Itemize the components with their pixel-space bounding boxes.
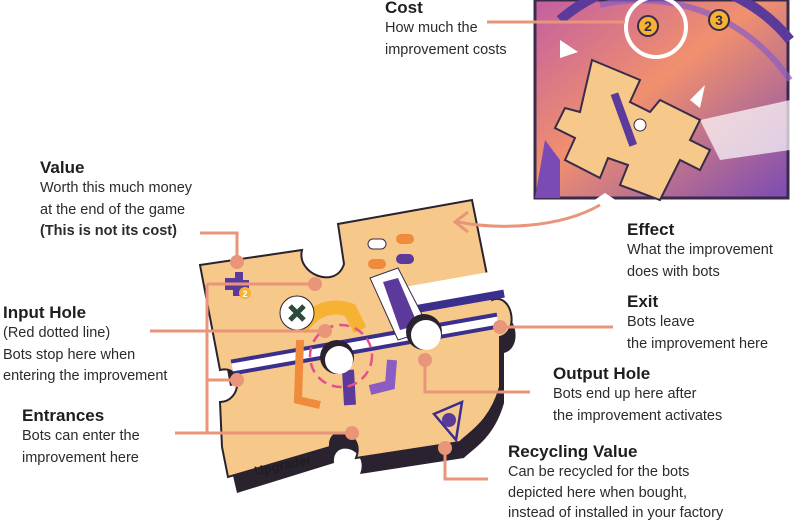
recycling-value-title: Recycling Value	[508, 442, 638, 461]
cost-line: improvement costs	[385, 41, 507, 58]
recycle-icon	[431, 399, 464, 443]
value-note: (This is not its cost)	[40, 223, 177, 239]
input-hole-line: Bots stop here when	[3, 346, 136, 363]
exit-line: Bots leave	[627, 314, 695, 330]
exit-line: the improvement here	[627, 335, 769, 352]
effect-title: Effect	[627, 220, 675, 239]
cost-badge-3: 3	[715, 12, 723, 28]
recycling-line: depicted here when bought,	[508, 484, 687, 501]
entrances-line: Bots can enter the	[22, 428, 140, 444]
cost-highlight-circle	[624, 0, 688, 59]
annotation-effect: Effect What the improvement does with bo…	[627, 220, 773, 283]
output-hole-title: Output Hole	[553, 364, 651, 383]
input-hole-line: (Red dotted line)	[3, 325, 111, 341]
value-line: at the end of the game	[40, 201, 186, 218]
annotation-leaders	[150, 20, 625, 481]
annotation-recycling-value: Recycling Value Can be recycled for the …	[508, 442, 723, 523]
upgrader-tile: 2 Upgrader	[198, 198, 516, 493]
recycling-line: instead of installed in your factory	[508, 505, 724, 521]
value-line: Worth this much money	[40, 180, 193, 196]
output-hole-line: Bots end up here after	[553, 386, 697, 402]
annotation-value: Value Worth this much money at the end o…	[40, 158, 192, 243]
cost-badge	[637, 15, 659, 37]
recycling-line: Can be recycled for the bots	[508, 464, 690, 480]
tile-value-badge: 2	[242, 289, 247, 299]
entrances-line: improvement here	[22, 449, 139, 466]
effect-line: does with bots	[627, 263, 720, 280]
annotation-output-hole: Output Hole Bots end up here after the i…	[553, 364, 722, 427]
annotation-input-hole: Input Hole (Red dotted line) Bots stop h…	[3, 303, 167, 388]
annotation-exit: Exit Bots leave the improvement here	[627, 292, 768, 355]
value-title: Value	[40, 158, 85, 177]
cost-badge-2: 2	[644, 18, 652, 34]
entrances-title: Entrances	[22, 406, 105, 425]
input-hole-line: entering the improvement	[3, 368, 168, 384]
effect-line: What the improvement	[627, 242, 773, 258]
input-hole-title: Input Hole	[3, 303, 87, 322]
cost-line: How much the	[385, 20, 478, 36]
bot-icon	[442, 413, 456, 427]
annotation-entrances: Entrances Bots can enter the improvement…	[22, 406, 140, 469]
cost-title: Cost	[385, 0, 423, 17]
exit-title: Exit	[627, 292, 659, 311]
output-hole-line: the improvement activates	[553, 407, 723, 424]
annotation-cost: Cost How much the improvement costs	[385, 0, 507, 61]
